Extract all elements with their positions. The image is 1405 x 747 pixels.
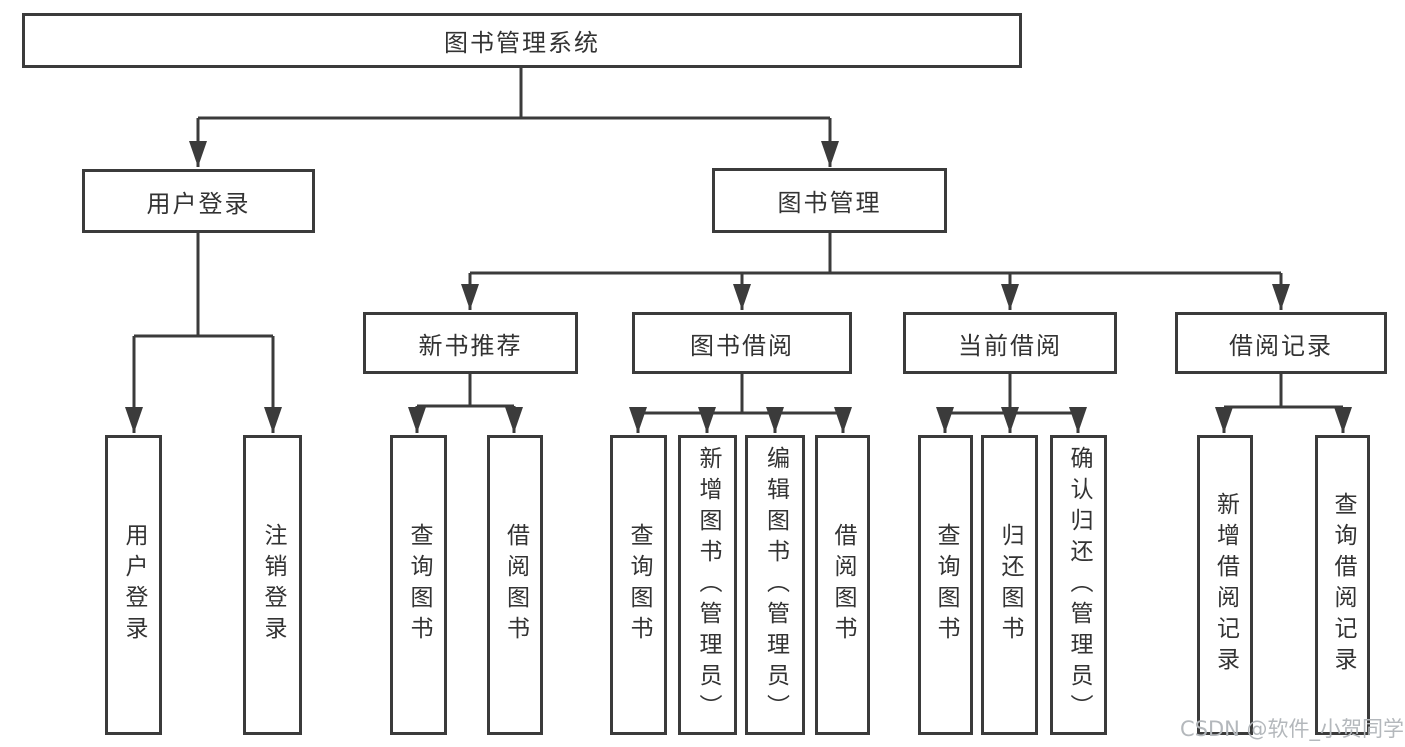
node-label: 归还图书: [997, 523, 1023, 647]
node-label: 查询图书: [626, 523, 652, 647]
node-label: 借阅图书: [830, 523, 856, 647]
node-edit-books-admin: 编辑图书（管理员）: [745, 435, 805, 735]
connector-new-book-children: [408, 374, 523, 433]
node-add-books-admin: 新增图书（管理员）: [678, 435, 737, 735]
node-label: 新增图书（管理员）: [695, 445, 721, 725]
connector-book-management-children: [461, 233, 1290, 310]
connector-book-borrow-children: [629, 374, 852, 433]
node-label: 查询图书: [933, 523, 959, 647]
node-book-borrowing: 图书借阅: [632, 312, 852, 374]
node-label: 确认归还（管理员）: [1066, 445, 1092, 725]
node-label: 用户登录: [121, 523, 147, 647]
node-borrowing-records: 借阅记录: [1175, 312, 1387, 374]
node-new-book-recommendation: 新书推荐: [363, 312, 578, 374]
node-label: 借阅图书: [502, 523, 529, 647]
node-label: 查询图书: [406, 523, 432, 647]
connector-borrow-records-children: [1215, 374, 1352, 433]
node-label: 编辑图书（管理员）: [762, 445, 789, 725]
node-label: 注销登录: [260, 523, 286, 647]
node-label: 借阅记录: [1229, 331, 1333, 360]
node-label: 图书管理: [777, 189, 882, 217]
node-label: 图书管理系统: [444, 29, 600, 57]
connector-current-borrow-children: [936, 374, 1087, 433]
connector-user-login-children: [125, 233, 282, 433]
node-current-borrowing: 当前借阅: [903, 312, 1117, 374]
node-add-borrow-record: 新增借阅记录: [1197, 435, 1253, 735]
node-user-login-leaf: 用户登录: [105, 435, 162, 735]
node-library-system: 图书管理系统: [22, 13, 1022, 68]
node-label: 查询借阅记录: [1330, 492, 1356, 678]
node-book-management: 图书管理: [712, 168, 947, 233]
node-label: 当前借阅: [958, 331, 1062, 360]
node-label: 新增借阅记录: [1212, 492, 1239, 678]
node-borrow-books: 借阅图书: [487, 435, 543, 735]
node-label: 图书借阅: [690, 331, 794, 360]
node-query-books: 查询图书: [918, 435, 973, 735]
node-return-books: 归还图书: [981, 435, 1038, 735]
node-logout: 注销登录: [243, 435, 302, 735]
node-label: 用户登录: [146, 189, 251, 218]
node-user-login: 用户登录: [82, 169, 315, 233]
node-query-books: 查询图书: [390, 435, 447, 735]
connector-root-to-level1: [189, 68, 839, 167]
node-borrow-books: 借阅图书: [815, 435, 870, 735]
node-query-books: 查询图书: [610, 435, 667, 735]
node-confirm-return-admin: 确认归还（管理员）: [1050, 435, 1107, 735]
node-label: 新书推荐: [418, 331, 523, 360]
node-query-borrow-record: 查询借阅记录: [1315, 435, 1370, 735]
